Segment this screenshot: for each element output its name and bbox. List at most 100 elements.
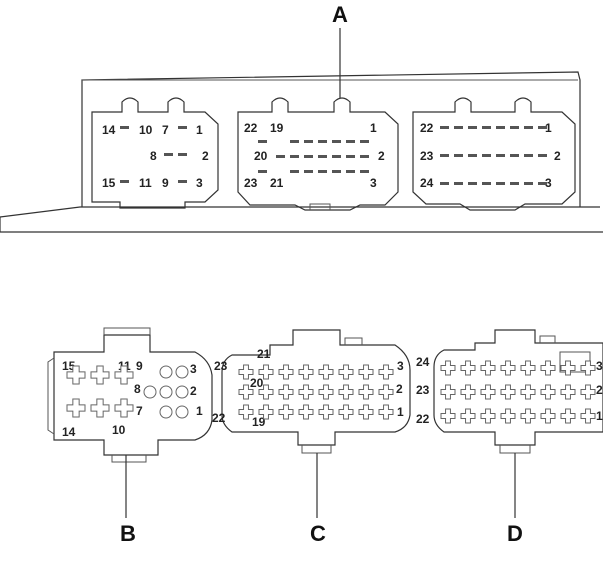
- pin-label: 1: [545, 121, 552, 135]
- callout-c-label: C: [310, 521, 326, 546]
- pin-terminal: [468, 154, 477, 157]
- pin-terminal: [454, 126, 463, 129]
- plug-d-cavities: [440, 360, 596, 424]
- pin-terminal: [258, 140, 267, 143]
- pin-label: 3: [196, 176, 203, 190]
- pin-cavity: [278, 364, 294, 380]
- pin-cavity: [440, 384, 456, 400]
- plug-c: 23 21 3 20 2 22 19 1 C: [212, 329, 411, 546]
- pin-cavity: [540, 360, 556, 376]
- pin-label: 1: [397, 405, 404, 419]
- pin-cavity: [580, 360, 596, 376]
- pin-cavity: [338, 384, 354, 400]
- pin-terminal: [178, 153, 187, 156]
- pin-label: 15: [62, 359, 76, 373]
- pin-terminal: [360, 170, 369, 173]
- pin-label: 20: [250, 376, 264, 390]
- plug-b: 15 11 9 3 8 2 7 1 14 10 B: [47, 327, 213, 546]
- pin-terminal: [496, 154, 505, 157]
- pin-cavity: [560, 384, 576, 400]
- pin-cavity: [238, 364, 254, 380]
- pin-label: 10: [139, 123, 153, 137]
- pin-label: 2: [378, 149, 385, 163]
- pin-cavity: [238, 384, 254, 400]
- pin-label: 8: [134, 382, 141, 396]
- pin-label: 23: [214, 359, 228, 373]
- pin-terminal: [318, 155, 327, 158]
- pin-label: 3: [190, 362, 197, 376]
- housing-body: [81, 71, 581, 207]
- unit-connector-c: 22 19 1 20 2 23 21 3: [237, 97, 399, 211]
- pin-cavity: [175, 385, 189, 399]
- pin-terminal: [346, 155, 355, 158]
- plug-d: 24 3 23 2 22 1 D: [416, 329, 603, 546]
- pin-cavity: [318, 384, 334, 400]
- pin-cavity: [298, 404, 314, 420]
- pin-terminal: [318, 140, 327, 143]
- unit-connector-d: 22 1 23 2 24 3: [412, 97, 576, 211]
- pin-cavity: [159, 405, 173, 419]
- pin-cavity: [378, 364, 394, 380]
- pin-terminal: [510, 182, 519, 185]
- pin-label: 14: [102, 123, 116, 137]
- pin-cavity: [500, 360, 516, 376]
- pin-label: 3: [397, 359, 404, 373]
- pin-terminal: [332, 140, 341, 143]
- pin-terminal: [510, 126, 519, 129]
- pin-terminal: [524, 126, 533, 129]
- housing-base-top-edge: [0, 206, 600, 218]
- pin-label: 22: [416, 412, 430, 426]
- pin-cavity: [278, 404, 294, 420]
- pin-cavity: [580, 408, 596, 424]
- pin-label: 3: [596, 359, 603, 373]
- pin-cavity: [358, 384, 374, 400]
- pin-label: 1: [196, 123, 203, 137]
- pin-label: 24: [416, 355, 430, 369]
- pin-cavity: [66, 398, 86, 418]
- pin-terminal: [258, 170, 267, 173]
- pin-terminal: [454, 154, 463, 157]
- pin-cavity: [90, 365, 110, 385]
- pin-label: 23: [244, 176, 258, 190]
- pin-terminal: [120, 126, 129, 129]
- pin-label: 7: [136, 404, 143, 418]
- callout-d-label: D: [507, 521, 523, 546]
- pin-cavity: [540, 384, 556, 400]
- pin-label: 21: [257, 347, 271, 361]
- unit-connector-b: 14 10 7 1 8 2 15 11 9 3: [91, 97, 219, 209]
- pin-terminal: [440, 154, 449, 157]
- pin-label: 21: [270, 176, 284, 190]
- pin-terminal: [482, 154, 491, 157]
- pin-cavity: [378, 404, 394, 420]
- pin-label: 23: [420, 149, 434, 163]
- pin-label: 9: [162, 176, 169, 190]
- pin-terminal: [332, 170, 341, 173]
- pin-cavity: [580, 384, 596, 400]
- pin-label: 24: [420, 176, 434, 190]
- pin-cavity: [318, 404, 334, 420]
- pin-cavity: [298, 364, 314, 380]
- pin-cavity: [258, 404, 274, 420]
- callout-b-label: B: [120, 521, 136, 546]
- pin-cavity: [238, 404, 254, 420]
- pin-cavity: [560, 408, 576, 424]
- pin-terminal: [318, 170, 327, 173]
- pin-cavity: [520, 384, 536, 400]
- pin-terminal: [304, 170, 313, 173]
- pin-cavity: [338, 364, 354, 380]
- pin-label: 2: [596, 383, 603, 397]
- pin-label: 1: [596, 409, 603, 423]
- pin-label: 15: [102, 176, 116, 190]
- pin-terminal: [290, 170, 299, 173]
- pin-terminal: [164, 153, 173, 156]
- pin-cavity: [520, 408, 536, 424]
- pin-terminal: [120, 180, 129, 183]
- unit-connector-c-pins: [258, 140, 369, 173]
- pin-terminal: [496, 182, 505, 185]
- pin-label: 2: [190, 384, 197, 398]
- pin-label: 3: [545, 176, 552, 190]
- pin-label: 1: [196, 404, 203, 418]
- pin-terminal: [468, 182, 477, 185]
- control-unit: A 14 10 7 1 8 2 15 11 9 3 22 19 1 20 2 2…: [0, 2, 603, 233]
